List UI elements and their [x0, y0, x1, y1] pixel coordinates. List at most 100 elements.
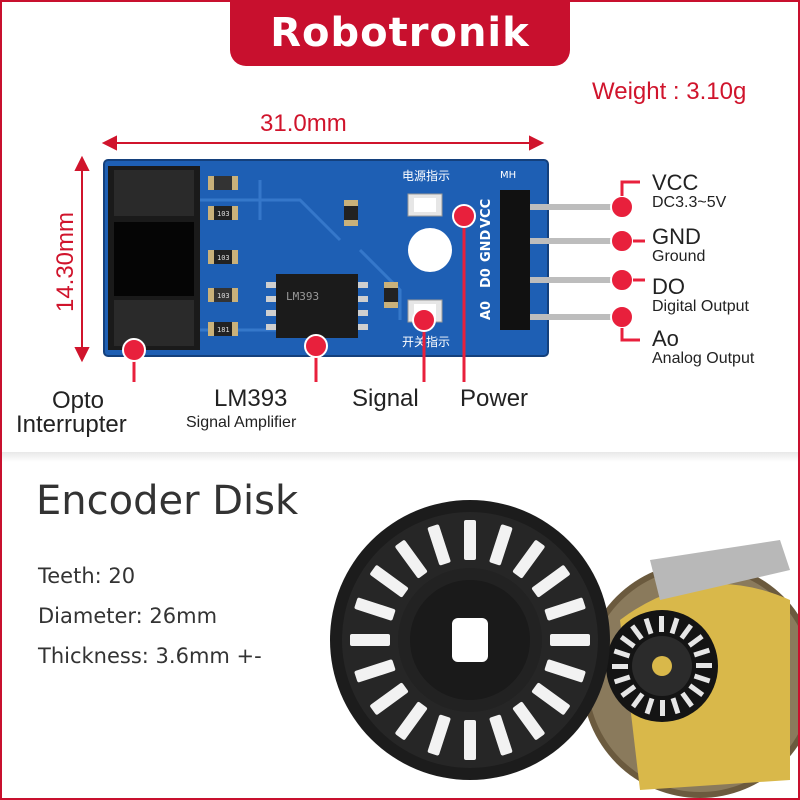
opto-interrupter	[108, 166, 200, 350]
lm393-label: LM393	[214, 385, 288, 412]
weight-text: Weight : 3.10g	[592, 78, 747, 105]
disk-shaft-hole	[452, 618, 488, 662]
encoder-slot	[512, 540, 545, 579]
width-dimension-line	[74, 155, 90, 363]
resistor-label-4: 181	[217, 326, 230, 334]
photo-encoder-slot	[693, 647, 711, 658]
photo-encoder-slot	[687, 634, 704, 648]
photo-encoder-slot	[620, 684, 637, 698]
encoder-slot	[489, 714, 513, 756]
opto-label-line2: Interrupter	[16, 411, 127, 438]
sensor-board-illustration: 103 103 103 181 LM393 电源指示 开关指示 MH	[74, 135, 645, 382]
photo-encoder-slot	[688, 683, 705, 698]
photo-encoder-slot	[612, 664, 628, 669]
pin-vcc-label: VCC DC3.3~5V	[652, 172, 726, 212]
pin-gnd-label: GND Ground	[652, 226, 705, 266]
encoder-slot	[544, 659, 586, 683]
pin-do-desc: Digital Output	[652, 298, 749, 315]
pin-gnd-name: GND	[652, 224, 701, 249]
encoder-slot	[550, 634, 590, 646]
power-label: Power	[460, 385, 529, 412]
do-pin-marker	[610, 268, 634, 292]
length-dimension: 31.0mm	[260, 110, 347, 137]
lm393-chip: LM393	[266, 274, 368, 338]
silk-a0: A0	[479, 301, 494, 320]
photo-encoder-slot	[679, 623, 694, 640]
pin-vcc-desc: DC3.3~5V	[652, 194, 727, 211]
photo-encoder-slot	[669, 617, 680, 635]
silk-switch: 开关指示	[402, 334, 450, 349]
encoder-slot	[370, 565, 409, 598]
vcc-pin-marker	[610, 195, 634, 219]
photo-encoder-slot	[644, 697, 655, 715]
resistor-label-3: 103	[217, 292, 230, 300]
photo-encoder-slot	[643, 617, 654, 635]
silk-d0: D0	[479, 268, 494, 288]
resistor-label-2: 103	[217, 254, 230, 262]
photo-encoder-slot	[630, 624, 644, 641]
silk-power: 电源指示	[402, 168, 450, 183]
power-marker	[452, 204, 476, 228]
pin-vcc-name: VCC	[652, 170, 699, 195]
photo-encoder-slot	[630, 692, 645, 709]
encoder-slot	[531, 565, 570, 598]
brand-banner: Robotronik	[230, 0, 570, 66]
opto-label-line1: Opto	[52, 387, 105, 414]
photo-encoder-slot	[659, 616, 664, 632]
encoder-slot	[350, 634, 390, 646]
silk-header: MH	[500, 170, 516, 181]
pin-do-name: DO	[652, 274, 685, 299]
chip-marking: LM393	[286, 290, 319, 303]
lm393-sub-label: Signal Amplifier	[186, 414, 297, 431]
pin-gnd-desc: Ground	[652, 248, 706, 265]
photo-encoder-slot	[696, 663, 712, 668]
encoder-slot	[512, 701, 545, 740]
photo-encoder-slot	[613, 648, 631, 659]
encoder-slot	[489, 524, 513, 566]
signal-label: Signal	[352, 385, 419, 412]
encoder-slot	[395, 701, 428, 740]
photo-encoder-slot	[670, 697, 681, 715]
encoder-slot	[464, 720, 476, 760]
encoder-slot	[354, 597, 396, 621]
pin-ao-desc: Analog Output	[652, 350, 755, 367]
photo-encoder-slot	[660, 700, 665, 716]
signal-marker	[412, 308, 436, 332]
pin-ao-label: Ao Analog Output	[652, 328, 754, 368]
spec-diameter: Diameter: 26mm	[38, 604, 218, 628]
encoder-slot	[395, 540, 428, 579]
mounting-hole	[408, 228, 452, 272]
pin-ao-name: Ao	[652, 326, 679, 351]
brand-name: Robotronik	[270, 10, 530, 56]
encoder-illustration	[330, 500, 800, 798]
encoder-slot	[531, 682, 570, 715]
photo-encoder-slot	[613, 674, 631, 685]
gnd-pin-marker	[610, 229, 634, 253]
encoder-slot	[370, 682, 409, 715]
power-led	[407, 193, 443, 217]
encoder-title: Encoder Disk	[36, 478, 299, 524]
photo-encoder-slot	[680, 691, 694, 708]
section-divider	[0, 452, 800, 462]
spec-thickness: Thickness: 3.6mm +-	[38, 644, 262, 668]
encoder-slot	[427, 524, 451, 566]
length-dimension-line	[101, 135, 545, 151]
lm393-marker	[304, 334, 328, 358]
smd-resistors	[208, 176, 398, 336]
silk-gnd: GND	[479, 229, 494, 262]
resistor-label-1: 103	[217, 210, 230, 218]
ao-pin-marker	[610, 305, 634, 329]
encoder-disk	[330, 500, 610, 780]
spec-teeth: Teeth: 20	[38, 564, 136, 588]
photo-encoder-slot	[693, 673, 711, 684]
encoder-slot	[427, 714, 451, 756]
silk-vcc: VCC	[479, 199, 494, 228]
opto-marker	[122, 338, 146, 362]
encoder-slot	[354, 659, 396, 683]
encoder-slot	[464, 520, 476, 560]
pin-do-label: DO Digital Output	[652, 276, 749, 316]
photo-encoder-slot	[619, 634, 636, 649]
mounted-encoder-photo	[582, 540, 800, 798]
pin-header	[500, 190, 622, 330]
